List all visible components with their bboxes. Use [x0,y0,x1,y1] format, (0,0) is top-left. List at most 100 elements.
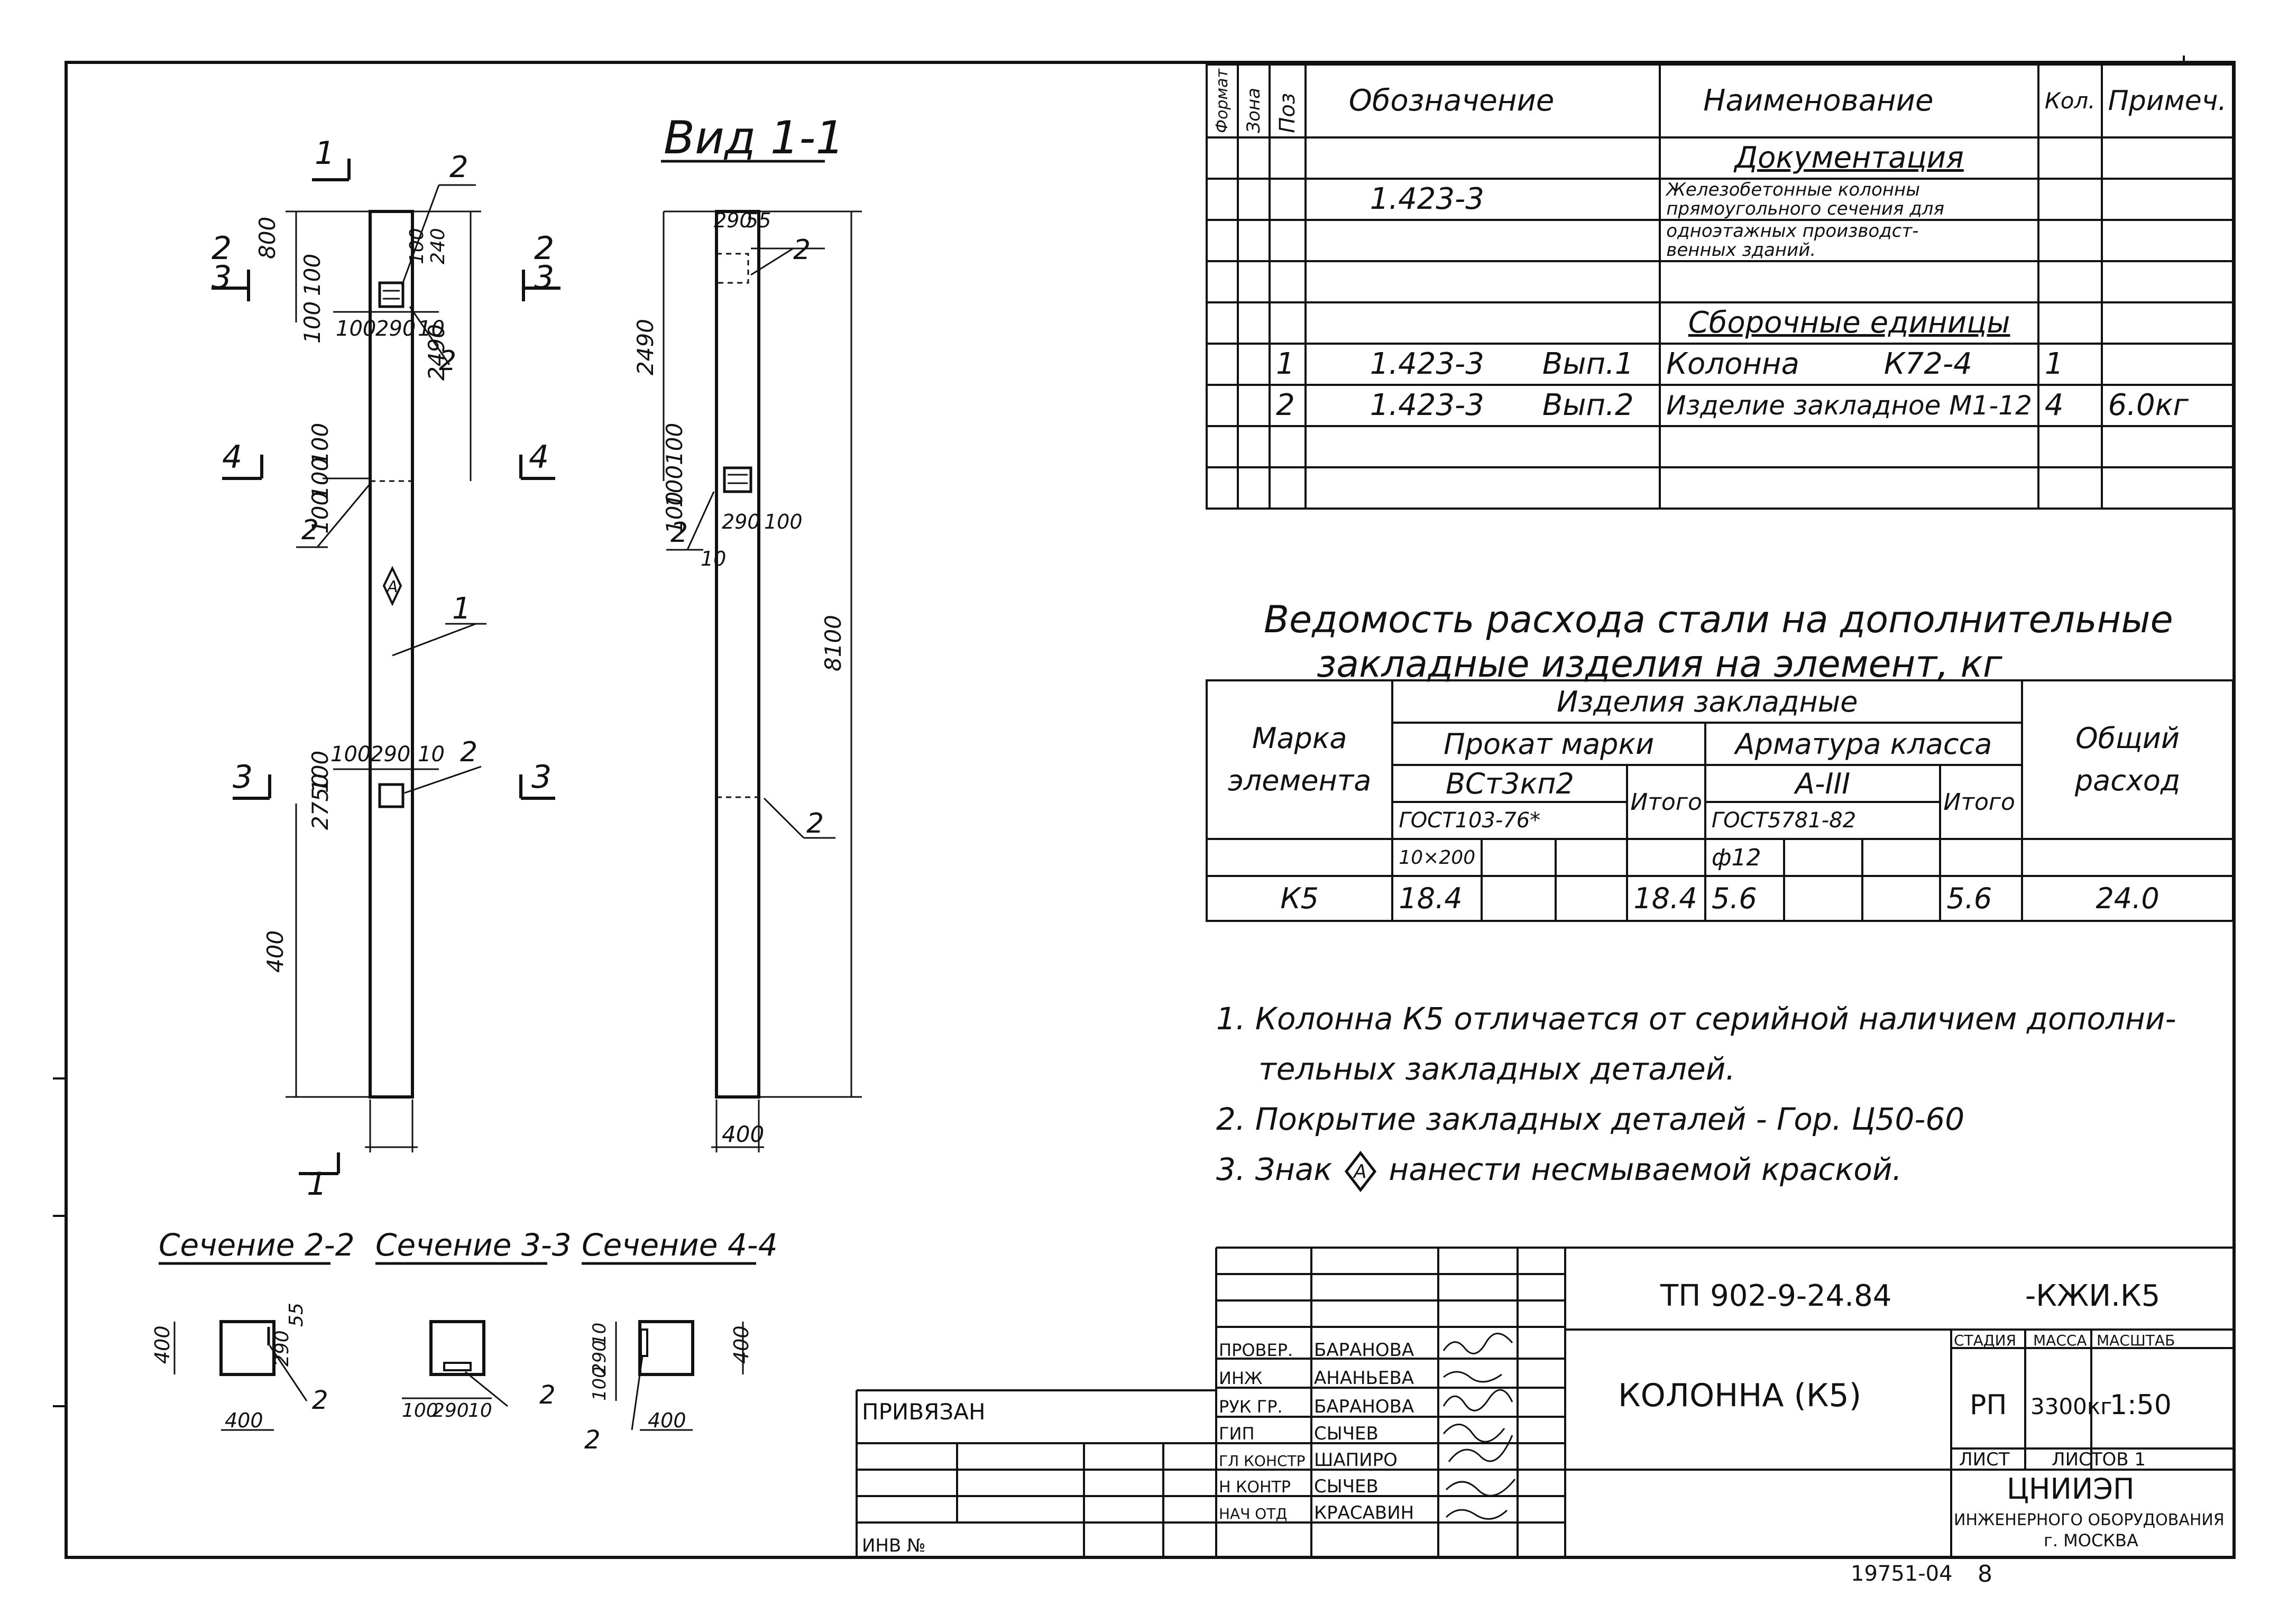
svg-text:100: 100 [307,751,333,793]
svg-text:10: 10 [701,547,726,570]
svg-text:100: 100 [307,457,333,500]
svg-text:290: 290 [370,742,410,767]
svg-text:400: 400 [262,930,288,973]
svg-text:РУК ГР.: РУК ГР. [1219,1397,1283,1417]
svg-text:СТАДИЯ: СТАДИЯ [1954,1332,2016,1349]
notes: 1. Колонна К5 отличается от серийной нал… [1216,994,2176,1195]
svg-text:2750: 2750 [307,773,333,830]
svg-text:100: 100 [307,492,333,534]
svg-text:1:50: 1:50 [2110,1389,2172,1421]
svg-text:ИНЖ: ИНЖ [1219,1368,1262,1388]
svg-text:Н КОНТР: Н КОНТР [1219,1478,1291,1497]
svg-text:2: 2 [439,345,456,377]
steel-table: Марка элемента Изделия закладные Общий р… [1205,679,2234,922]
svg-text:СЫЧЕВ: СЫЧЕВ [1314,1423,1379,1444]
svg-text:400: 400 [722,1121,764,1147]
svg-text:РП: РП [1970,1389,2007,1421]
svg-text:2: 2 [584,1425,601,1455]
svg-text:2: 2 [301,514,319,546]
svg-text:55: 55 [746,209,771,232]
svg-text:290: 290 [433,1400,469,1422]
svg-text:4: 4 [222,439,242,476]
svg-text:8100: 8100 [820,615,846,671]
svg-text:100: 100 [336,317,376,341]
section-3-3-title: Сечение 3-3 [375,1227,572,1263]
column-drawings: Вид 1-1 А 1 1 1 2 3 2 3 4 [151,112,862,1455]
archive-number: 19751-04 [1851,1562,1953,1586]
svg-text:100: 100 [402,1400,438,1422]
svg-text:400: 400 [151,1325,174,1364]
svg-text:3: 3 [534,259,554,296]
svg-text:100: 100 [764,510,803,533]
section-assemblies: Сборочные единицы [1659,301,2039,345]
svg-text:ЛИСТОВ 1: ЛИСТОВ 1 [2052,1449,2146,1470]
svg-text:2: 2 [312,1386,328,1415]
specification-table: Формат Зона Поз Обозначение Наименование… [1205,63,2235,510]
svg-text:КРАСАВИН: КРАСАВИН [1314,1502,1414,1524]
drawing-code: ТП 902-9-24.84 [1660,1279,1891,1313]
svg-text:100: 100 [661,465,687,508]
sections: Сечение 2-2 Сечение 3-3 Сечение 4-4 400 … [151,1227,778,1455]
svg-text:240: 240 [427,228,449,264]
svg-text:МАСШТАБ: МАСШТАБ [2097,1332,2175,1349]
svg-text:10: 10 [418,742,445,767]
svg-text:3300кг: 3300кг [2030,1394,2112,1419]
section-docs: Документация [1659,136,2039,180]
steel-row: К5 18.4 18.4 5.6 5.6 24.0 [1205,875,2234,922]
svg-text:3: 3 [531,759,552,796]
marking-diamond [382,566,402,606]
svg-text:290: 290 [375,317,416,341]
svg-text:100: 100 [406,228,428,264]
svg-text:100: 100 [299,254,325,296]
svg-text:2: 2 [806,808,824,839]
svg-text:290: 290 [271,1330,293,1367]
svg-text:400: 400 [225,1409,263,1432]
svg-text:ИНВ №: ИНВ № [862,1535,926,1556]
svg-text:3: 3 [233,759,253,796]
svg-text:2: 2 [539,1380,556,1410]
svg-text:ИНЖЕНЕРНОГО ОБОРУДОВАНИЯ: ИНЖЕНЕРНОГО ОБОРУДОВАНИЯ [1954,1511,2225,1529]
svg-text:100: 100 [661,492,687,534]
header-designation: Обозначение [1304,63,1661,139]
svg-text:10: 10 [418,317,445,341]
svg-text:2: 2 [793,234,811,266]
svg-text:А: А [1353,1161,1367,1183]
svg-text:2: 2 [534,230,554,267]
svg-text:ШАПИРО: ШАПИРО [1314,1450,1398,1471]
header-name: Наименование [1659,63,2039,139]
svg-text:400: 400 [648,1409,686,1432]
svg-text:2490: 2490 [424,324,449,381]
svg-text:290: 290 [722,510,760,533]
section-4-4-title: Сечение 4-4 [582,1227,778,1263]
svg-text:СЫЧЕВ: СЫЧЕВ [1314,1476,1379,1497]
signatures [1442,1333,1516,1520]
svg-text:10: 10 [589,1323,610,1345]
svg-text:55: 55 [286,1303,307,1327]
svg-text:1: 1 [315,135,335,172]
svg-text:ЛИСТ: ЛИСТ [1959,1449,2010,1470]
svg-text:г. МОСКВА: г. МОСКВА [2044,1530,2138,1551]
view-title: Вид 1-1 [664,112,844,164]
svg-text:10: 10 [468,1400,492,1422]
svg-text:1: 1 [452,592,471,626]
svg-text:400: 400 [730,1325,753,1364]
drawing-code-suffix: -КЖИ.К5 [2025,1279,2160,1313]
svg-text:МАССА: МАССА [2033,1332,2087,1349]
svg-text:ПРОВЕР.: ПРОВЕР. [1219,1340,1293,1360]
svg-text:ГИП: ГИП [1219,1424,1255,1444]
svg-text:2: 2 [460,736,477,768]
column-front-view: А 1 1 1 2 3 2 3 4 4 3 3 [212,135,560,1203]
svg-text:100: 100 [307,423,333,465]
drawing-title: КОЛОННА (К5) [1618,1377,1861,1414]
page-number: 8 [1978,1561,1992,1588]
svg-text:2: 2 [670,517,688,549]
svg-text:НАЧ ОТД: НАЧ ОТД [1219,1505,1287,1522]
svg-text:БАРАНОВА: БАРАНОВА [1314,1340,1414,1361]
steel-title: Ведомость расхода стали на дополнительны… [1264,598,2173,686]
svg-text:100: 100 [299,301,325,344]
svg-text:4: 4 [529,439,549,476]
